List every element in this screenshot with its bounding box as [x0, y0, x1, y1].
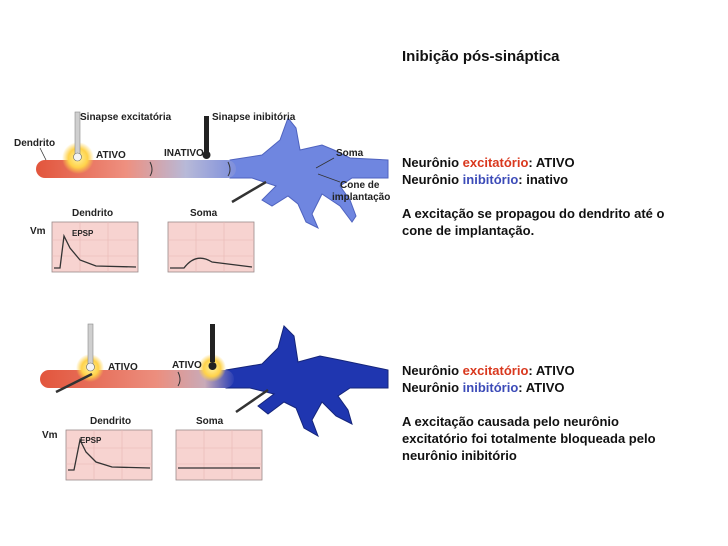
label-epsp-2: EPSP [80, 436, 102, 445]
diagram-1: Dendrito Sinapse excitatória Sinapse ini… [14, 111, 390, 273]
status-line-inhibitory-1: Neurônio inibitório: inativo [402, 172, 569, 187]
label-ativo-right: ATIVO [172, 360, 202, 371]
status-line-inhibitory-2: Neurônio inibitório: ATIVO [402, 380, 565, 395]
status-line-excitatory-1: Neurônio excitatório: ATIVO [402, 155, 575, 170]
diagram-2: ATIVO ATIVO Vm Dendrito Soma EPSP [40, 323, 389, 481]
label-inativo: INATIVO [164, 148, 204, 159]
explanation-2b: excitatório foi totalmente bloqueada pel… [402, 431, 656, 446]
status-line-excitatory-2: Neurônio excitatório: ATIVO [402, 363, 575, 378]
label-epsp-1: EPSP [72, 229, 94, 238]
status-block-2: Neurônio excitatório: ATIVO Neurônio ini… [402, 362, 656, 464]
neuron-soma-1 [229, 116, 389, 230]
plot-dendrito-2: EPSP [65, 429, 153, 481]
label-sinapse-excitatoria: Sinapse excitatória [80, 112, 172, 123]
plot-dendrito-1: EPSP [51, 221, 139, 273]
label-dendrito: Dendrito [14, 138, 55, 149]
explanation-2a: A excitação causada pelo neurônio [402, 414, 619, 429]
explanation-2c: neurônio inibitório [402, 448, 517, 463]
label-soma: Soma [336, 148, 364, 159]
plot-soma-1 [167, 221, 255, 273]
recording-electrode-soma [235, 388, 269, 414]
page-title: Inibição pós-sináptica [402, 48, 560, 65]
excitatory-synapse-electrode-2 [87, 323, 94, 365]
label-plot-dendrito-2: Dendrito [90, 416, 131, 427]
label-cone-2: implantação [332, 192, 390, 203]
explanation-1a: A excitação se propagou do dendrito até … [402, 206, 665, 221]
label-cone-1: Cone de [340, 180, 380, 191]
explanation-1b: cone de implantação. [402, 223, 535, 238]
plot-soma-2 [175, 429, 263, 481]
label-ativo: ATIVO [96, 150, 126, 161]
label-plot-soma-2: Soma [196, 416, 224, 427]
label-plot-soma-1: Soma [190, 208, 218, 219]
label-plot-dendrito-1: Dendrito [72, 208, 113, 219]
label-ativo-left: ATIVO [108, 362, 138, 373]
label-vm-1: Vm [30, 226, 46, 237]
inhibitory-synapse-electrode [204, 116, 209, 152]
recording-electrode-dendrite [55, 372, 93, 394]
label-sinapse-inibitoria: Sinapse inibitória [212, 112, 296, 123]
inhibitory-synapse-electrode-2 [210, 324, 215, 362]
status-block-1: Neurônio excitatório: ATIVO Neurônio ini… [402, 154, 664, 239]
label-vm-2: Vm [42, 430, 58, 441]
recording-electrode [231, 180, 267, 204]
neuron-soma-2 [225, 325, 389, 438]
